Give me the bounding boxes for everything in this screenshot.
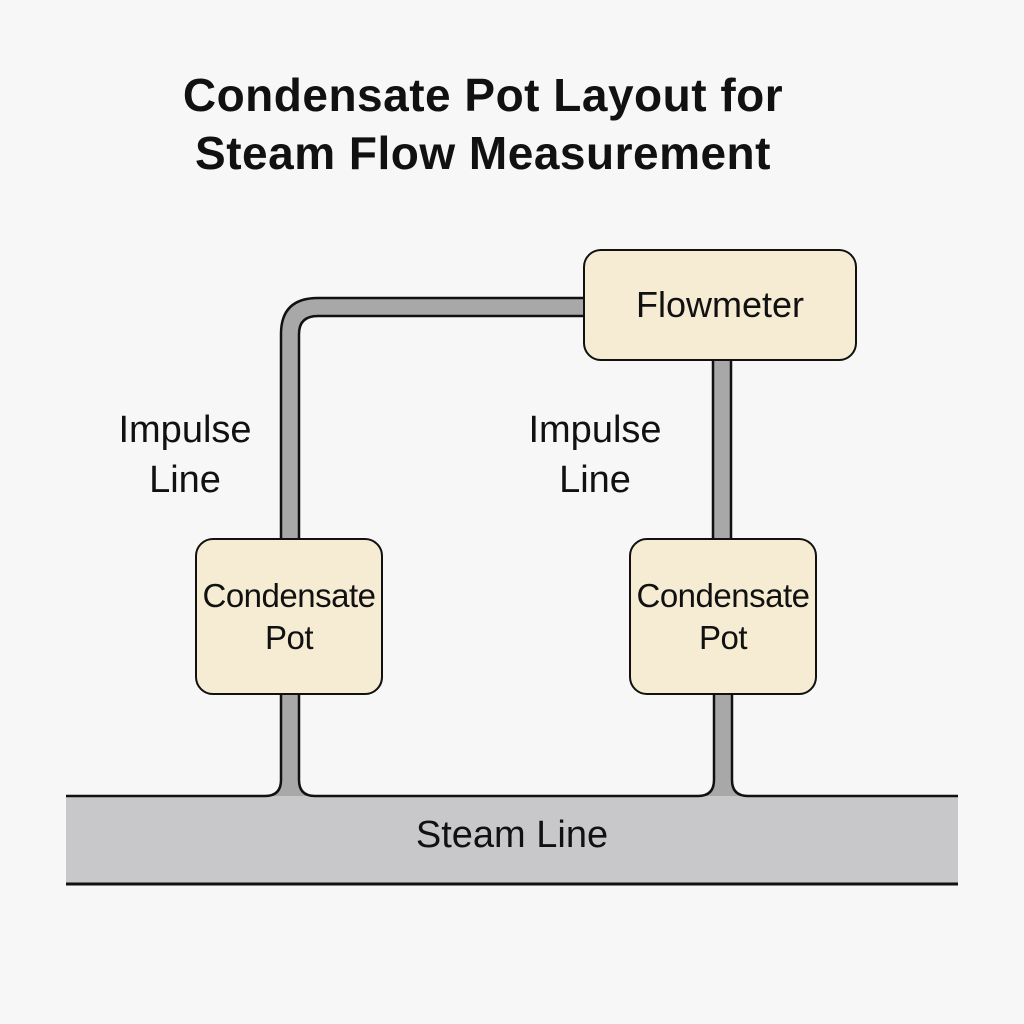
condensate-pot-right: Condensate Pot	[629, 538, 817, 695]
pot-right-label-1: Condensate	[636, 576, 810, 614]
flowmeter-box: Flowmeter	[583, 249, 857, 361]
steam-line-top-edge	[66, 693, 958, 798]
impulse-right-line-1: Impulse	[528, 409, 662, 451]
impulse-line-right-label: Impulse Line	[520, 405, 670, 505]
impulse-left-line-2: Line	[149, 459, 221, 501]
title-line-2: Steam Flow Measurement	[195, 127, 771, 179]
diagram-title: Condensate Pot Layout for Steam Flow Mea…	[0, 66, 966, 182]
pot-left-label-2: Pot	[264, 618, 314, 656]
impulse-line-right	[714, 360, 730, 540]
pot-right-label-2: Pot	[698, 618, 748, 656]
impulse-right-line-2: Line	[559, 459, 631, 501]
impulse-line-left-label: Impulse Line	[110, 405, 260, 505]
condensate-pot-left: Condensate Pot	[195, 538, 383, 695]
impulse-left-line-1: Impulse	[118, 409, 252, 451]
impulse-line-left-outline-outer	[279, 296, 584, 540]
pot-left-label-1: Condensate	[202, 576, 376, 614]
flowmeter-label: Flowmeter	[635, 284, 805, 325]
steam-line-pipe	[66, 796, 958, 884]
steam-line-label: Steam Line	[415, 814, 609, 856]
title-line-1: Condensate Pot Layout for	[182, 69, 784, 121]
drain-pipe-right	[698, 693, 748, 796]
drain-pipe-left	[265, 693, 315, 796]
impulse-line-left-outline-inner	[297, 314, 584, 540]
